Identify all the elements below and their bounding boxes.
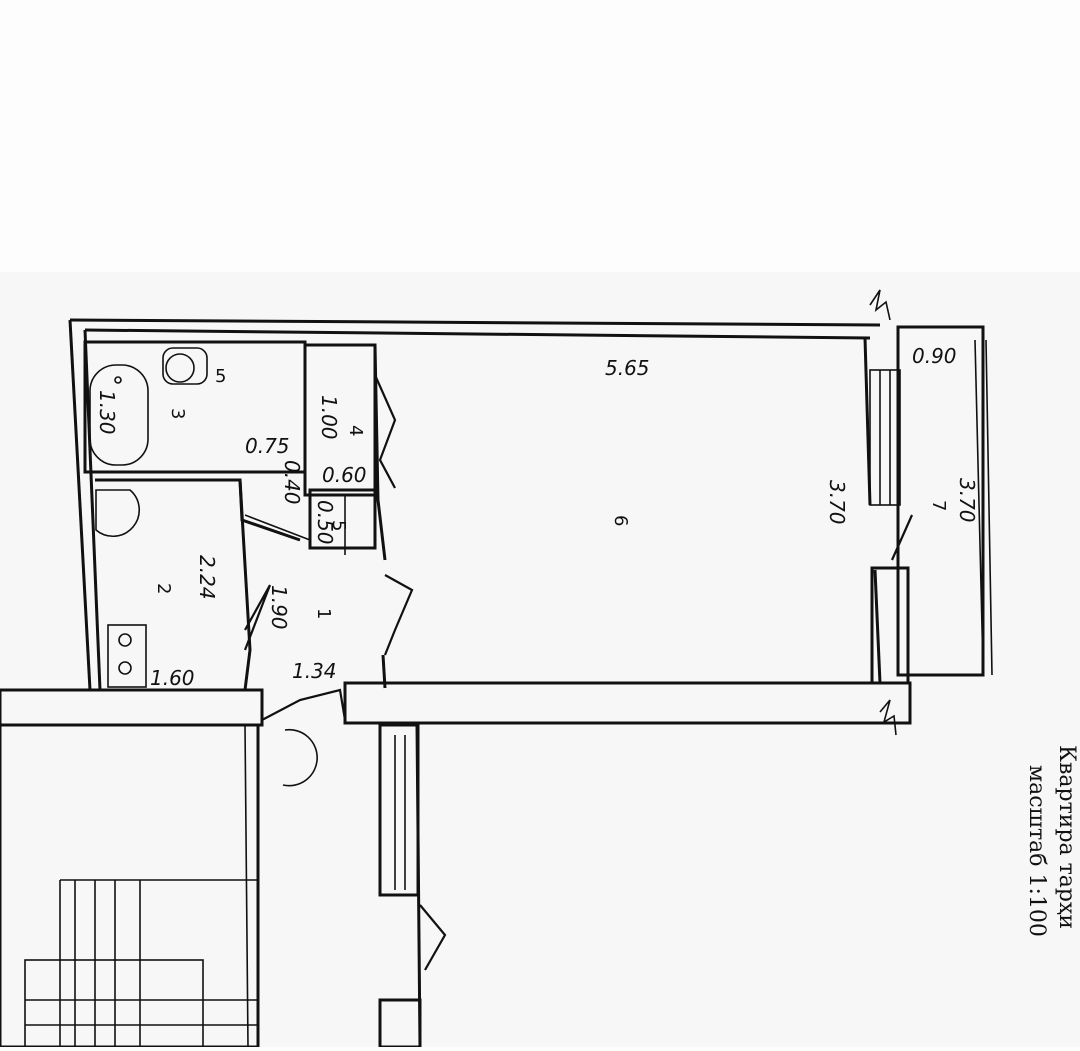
- room-5b-number: 5: [328, 520, 349, 531]
- room-3-number: 3: [167, 408, 188, 419]
- room-4-width: 0.60: [322, 463, 367, 487]
- caption-title: Квартира тарҳи: [1054, 745, 1079, 929]
- dimension-labels: 5.65 3.70 6 0.90 3.70 7 4 1.00 0.60 0.75…: [95, 344, 979, 690]
- room-4-number: 4: [345, 425, 366, 436]
- room-7-length: 3.70: [955, 478, 979, 523]
- caption-scale: масштаб 1:100: [1024, 765, 1049, 937]
- room-7-number: 7: [928, 500, 949, 511]
- room-6-width: 5.65: [605, 356, 650, 380]
- room-3-size: 1.30: [95, 390, 119, 435]
- room-5-number-bath: 5: [215, 366, 226, 387]
- room-6-length: 3.70: [825, 480, 849, 525]
- room-2-number: 2: [153, 583, 174, 594]
- room-2-width: 1.60: [150, 666, 195, 690]
- room-1-width: 1.34: [292, 659, 337, 683]
- caption: Квартира тарҳи масштаб 1:100: [1024, 745, 1079, 937]
- room-1-number: 1: [313, 608, 334, 619]
- room-5-width: 0.75: [245, 434, 290, 458]
- room-1-length: 1.90: [267, 585, 291, 630]
- paper-sheet: [0, 272, 1080, 1047]
- room-4-length: 1.00: [317, 395, 341, 440]
- room-5b-size: 0.50: [313, 500, 337, 545]
- living-room-walls: [243, 344, 414, 721]
- balcony: [869, 289, 993, 736]
- kitchen-walls: [95, 478, 301, 691]
- room-2-length: 2.24: [195, 555, 219, 600]
- room-6-number: 6: [610, 515, 631, 526]
- room-7-width: 0.90: [912, 344, 957, 368]
- room-5-length: 0.40: [280, 460, 304, 505]
- outer-walls: [0, 318, 912, 727]
